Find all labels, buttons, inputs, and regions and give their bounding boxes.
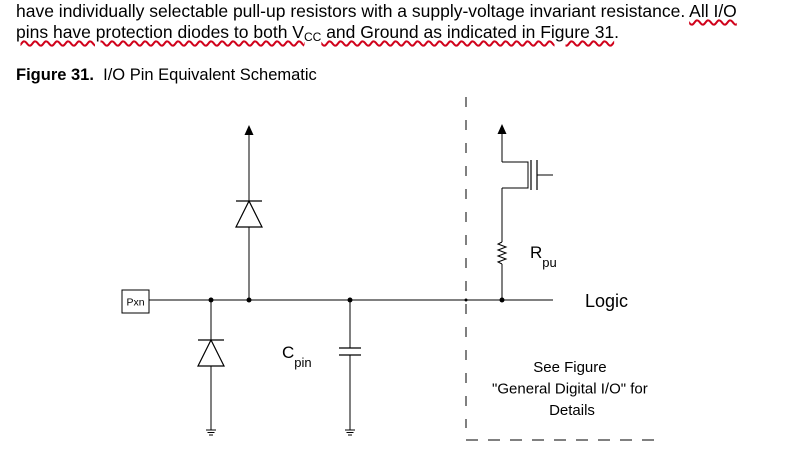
figure-caption: Figure 31. I/O Pin Equivalent Schematic [16, 65, 317, 85]
pmos-transistor [502, 161, 529, 189]
paragraph-text: have individually selectable pull-up res… [16, 1, 690, 21]
logic-label: Logic [585, 291, 628, 311]
paragraph-line-1: have individually selectable pull-up res… [16, 1, 737, 21]
vcc-subscript: CC [303, 30, 322, 44]
pin-capacitor [339, 300, 361, 436]
rpu-label: Rpu [530, 243, 557, 270]
pin-label: Pxn [126, 297, 144, 309]
cpin-label: Cpin [282, 343, 312, 370]
pullup-resistor [496, 241, 508, 265]
figure-title: I/O Pin Equivalent Schematic [103, 66, 317, 84]
spellcheck-flagged-sentence[interactable]: pins have protection diodes to both VCC … [16, 22, 615, 44]
flagged-text-part: and Ground as indicated in Figure 31 [321, 22, 615, 42]
junction-dot [464, 298, 468, 302]
spellcheck-flagged-text[interactable]: All I/O [689, 1, 737, 21]
paragraph-line-2: pins have protection diodes to both VCC … [16, 22, 619, 47]
see-figure-note: See Figure "General Digital I/O" for Det… [492, 359, 652, 419]
gnd-protection-diode [197, 300, 225, 436]
figure-number: Figure 31. [16, 66, 94, 84]
flagged-text-part: pins have protection diodes to both V [16, 22, 304, 42]
pin-pad: Pxn [121, 289, 150, 314]
sentence-period: . [614, 22, 620, 42]
vcc-protection-diode [235, 125, 263, 300]
pullup-network [496, 124, 553, 300]
